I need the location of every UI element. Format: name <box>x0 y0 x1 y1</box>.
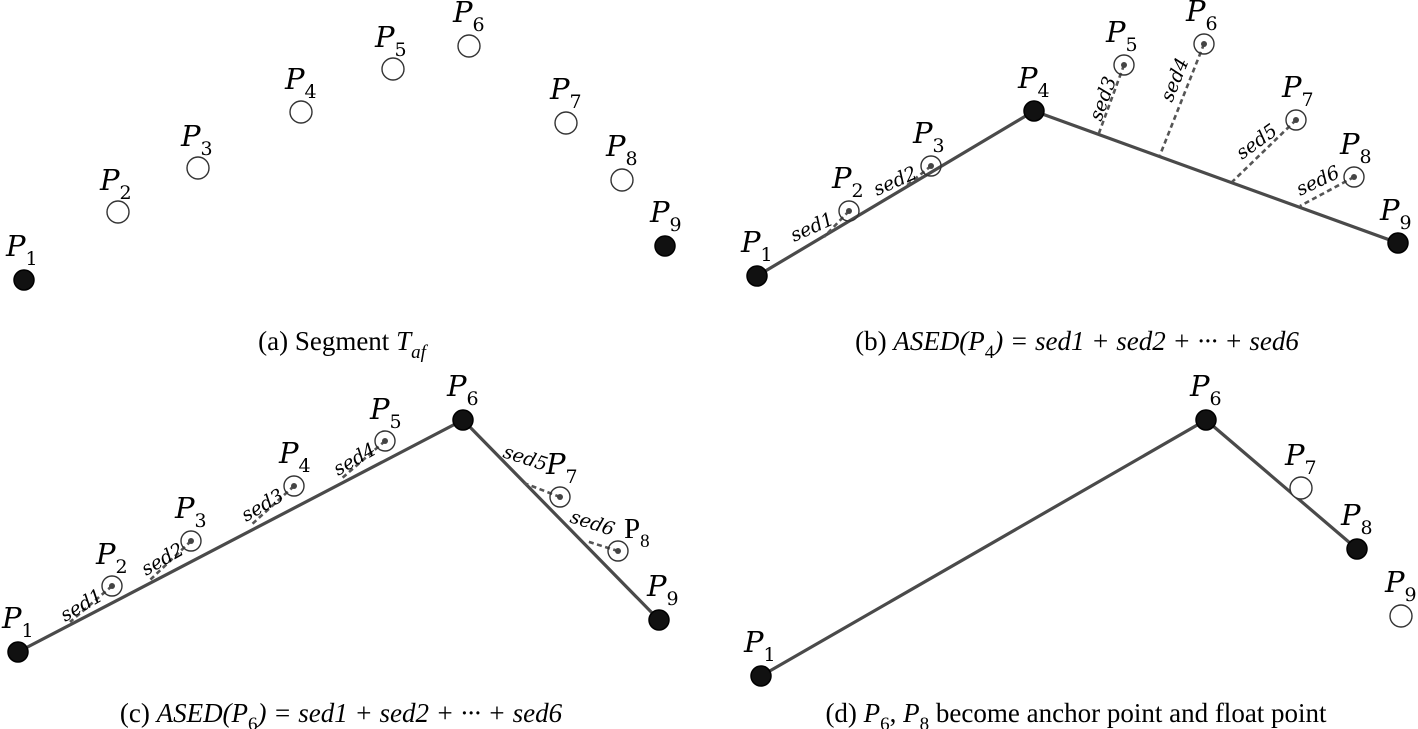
point-p7 <box>554 111 578 135</box>
sed1-line <box>823 210 850 238</box>
sed6-line <box>585 539 619 553</box>
label-p9: P9 <box>1384 565 1417 606</box>
polyline-d <box>759 418 1359 678</box>
label-p1: P1 <box>1 601 34 642</box>
point-p7 <box>1289 476 1313 500</box>
label-p2: P2 <box>831 161 864 202</box>
label-p7: P7 <box>1281 70 1314 111</box>
label-p8: P8 <box>1340 498 1373 539</box>
point-p3 <box>920 155 942 177</box>
point-p8 <box>1343 166 1365 188</box>
label-p6: P6 <box>1189 369 1222 410</box>
sed5-line <box>1231 119 1297 183</box>
label-p9: P9 <box>646 569 679 610</box>
point-p9 <box>648 609 670 631</box>
point-p2 <box>101 575 123 597</box>
point-p1 <box>746 265 768 287</box>
label-p2: P2 <box>95 537 128 578</box>
caption-a: (a) Segment Taf <box>258 326 428 363</box>
label-p7: P7 <box>1284 438 1317 479</box>
point-p6 <box>457 34 481 58</box>
point-p9 <box>1387 232 1409 254</box>
panel-d: P1 P6 P7 P8 P9 (d) P6, P8 become anchor … <box>743 369 1417 729</box>
point-p7 <box>549 486 571 508</box>
point-p8 <box>610 168 634 192</box>
point-p9 <box>654 235 676 257</box>
point-p1 <box>750 665 772 687</box>
label-p2: P2 <box>99 163 132 204</box>
sed4-label: sed4 <box>330 439 380 481</box>
sed5-line <box>523 481 561 499</box>
point-p8 <box>607 540 629 562</box>
panel-c: P1 P2 P3 P4 P5 P6 P7 P8 P9 sed1 sed2 sed… <box>1 369 679 729</box>
label-p6: P6 <box>452 0 485 36</box>
panel-b: P1 P2 P3 P4 P5 P6 P7 P8 P9 sed1 sed2 sed… <box>740 0 1412 363</box>
label-p1: P1 <box>743 625 776 666</box>
point-p6 <box>1195 409 1217 431</box>
point-p1 <box>7 641 29 663</box>
label-p4: P4 <box>1017 61 1050 102</box>
sed1-label: sed1 <box>787 208 837 247</box>
label-p1: P1 <box>740 225 773 266</box>
point-p4 <box>283 475 305 497</box>
sed3-label: sed3 <box>1085 74 1121 124</box>
sed1-line <box>69 585 113 623</box>
point-p7 <box>1285 109 1307 131</box>
label-p8: P8 <box>624 513 650 552</box>
point-p6 <box>452 409 474 431</box>
point-p5 <box>374 430 396 452</box>
point-p1 <box>13 269 35 291</box>
sed3-label: sed3 <box>238 485 288 527</box>
label-p6: P6 <box>446 369 479 410</box>
label-p1: P1 <box>5 229 38 270</box>
label-p4: P4 <box>284 62 317 103</box>
point-p8 <box>1346 538 1368 560</box>
point-p4 <box>1023 100 1045 122</box>
point-p4 <box>289 100 313 124</box>
label-p3: P3 <box>180 119 213 160</box>
panel-a: P1 P2 P3 P4 P5 P6 P7 P8 P9 (a) Segment T… <box>5 0 682 363</box>
label-p5: P5 <box>374 20 407 61</box>
label-p8: P8 <box>1339 127 1372 168</box>
label-p9: P9 <box>649 195 682 236</box>
label-p3: P3 <box>912 116 945 157</box>
point-p6 <box>1193 33 1215 55</box>
sed4-label: sed4 <box>1156 55 1193 105</box>
label-p4: P4 <box>278 436 311 477</box>
point-p5 <box>1113 54 1135 76</box>
label-p5: P5 <box>369 392 402 433</box>
sed4-line <box>1158 43 1206 156</box>
label-p5: P5 <box>1105 15 1138 56</box>
point-p9 <box>1389 604 1413 628</box>
caption-b: (b) ASED(P4) = sed1 + sed2 + ··· + sed6 <box>855 326 1299 363</box>
point-p5 <box>381 57 405 81</box>
point-p3 <box>186 156 210 180</box>
point-p2 <box>838 200 860 222</box>
point-p2 <box>106 200 130 224</box>
sed2-label: sed2 <box>138 539 188 581</box>
sed2-line <box>904 164 932 189</box>
sed5-label: sed5 <box>500 441 550 476</box>
caption-d: (d) P6, P8 become anchor point and float… <box>825 698 1327 729</box>
label-p7: P7 <box>545 447 578 488</box>
sed3-line <box>1097 64 1126 134</box>
label-p8: P8 <box>605 129 638 170</box>
label-p6: P6 <box>1185 0 1218 35</box>
caption-c: (c) ASED(P6) = sed1 + sed2 + ··· + sed6 <box>120 698 563 729</box>
point-p3 <box>180 530 202 552</box>
label-p7: P7 <box>549 72 582 113</box>
label-p9: P9 <box>1379 193 1412 234</box>
sed6-label: sed6 <box>1293 161 1343 200</box>
label-p3: P3 <box>174 491 207 532</box>
